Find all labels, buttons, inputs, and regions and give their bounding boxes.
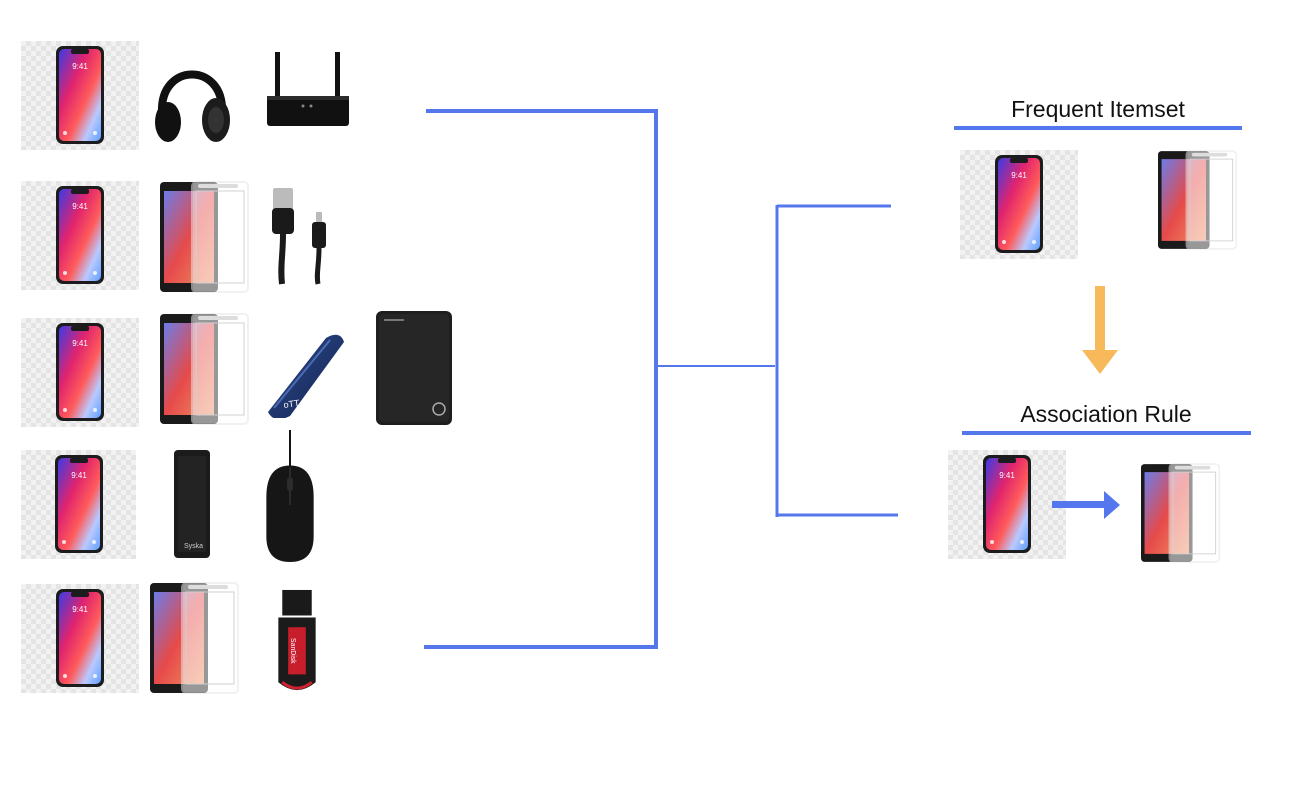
- iphone-icon: [21, 41, 139, 150]
- rule-consequent-android-phone-icon: [1141, 461, 1221, 565]
- android-phone-icon: [160, 181, 250, 293]
- rule-antecedent-iphone-icon: [948, 450, 1066, 559]
- mouse-icon: [260, 428, 320, 566]
- iphone-icon: [960, 150, 1078, 259]
- android-phone-icon: [160, 313, 250, 425]
- arrow-right-icon: [1052, 491, 1120, 519]
- external-hard-drive-icon: [374, 309, 454, 427]
- arrow-down-icon: [1082, 286, 1118, 374]
- android-phone-icon: [1158, 148, 1238, 252]
- output-bracket: [775, 204, 898, 517]
- transaction-row: [20, 180, 460, 293]
- usb-flash-drive-icon: [272, 588, 322, 696]
- transaction-row: [20, 40, 460, 152]
- power-bank-icon: [170, 448, 214, 560]
- iphone-icon: [21, 584, 139, 693]
- transaction-row: [20, 582, 460, 696]
- transaction-row: [20, 428, 460, 566]
- android-phone-icon: [150, 582, 240, 694]
- iphone-icon: [21, 450, 136, 559]
- frequent-itemset-heading: Frequent Itemset: [1011, 96, 1185, 122]
- router-icon: [263, 44, 353, 134]
- iphone-icon: [21, 318, 139, 427]
- iphone-icon: [21, 181, 139, 290]
- usb-cable-icon: [268, 186, 338, 286]
- headphones-icon: [152, 42, 232, 152]
- association-rule-heading: Association Rule: [1020, 401, 1192, 427]
- frequent-itemset-underline: [954, 126, 1242, 130]
- phone-case-icon: [260, 328, 350, 418]
- association-rule-underline: [962, 431, 1251, 435]
- transaction-row: [20, 309, 460, 430]
